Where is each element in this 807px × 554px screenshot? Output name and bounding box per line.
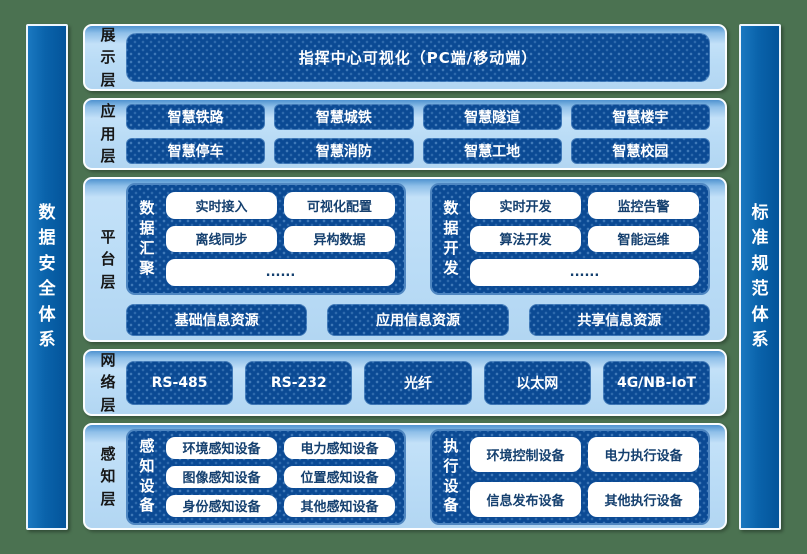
box-rs485: RS-485: [126, 360, 234, 405]
box-image-sensing: 图像感知设备: [166, 465, 277, 488]
box-other-sensing: 其他感知设备: [284, 494, 395, 517]
app-box-smart-parking: 智慧停车: [126, 138, 266, 164]
data-aggregation-boxes: 实时接入 可视化配置 离线同步 异构数据 ......: [166, 192, 395, 286]
execution-devices-group: 执行设备 环境控制设备 电力执行设备 信息发布设备 其他执行设备: [430, 428, 710, 525]
network-layer-content: RS-485 RS-232 光纤 以太网 4G/NB-IoT: [126, 360, 711, 405]
box-realtime-dev: 实时开发: [470, 192, 581, 219]
box-power-execution: 电力执行设备: [588, 436, 699, 472]
network-layer-label: 网络层: [100, 350, 116, 414]
box-env-control: 环境控制设备: [470, 436, 581, 472]
data-development-boxes: 实时开发 监控告警 算法开发 智能运维 ......: [470, 192, 699, 286]
box-heterogeneous-data: 异构数据: [284, 225, 395, 253]
perception-layer-label: 感知层: [100, 444, 116, 508]
box-info-publishing: 信息发布设备: [470, 481, 581, 517]
box-power-sensing: 电力感知设备: [284, 436, 395, 459]
data-aggregation-group: 数据汇聚 实时接入 可视化配置 离线同步 异构数据 ......: [126, 183, 406, 295]
execution-devices-boxes: 环境控制设备 电力执行设备 信息发布设备 其他执行设备: [470, 436, 699, 517]
box-basic-info-resource: 基础信息资源: [126, 304, 308, 336]
display-layer-label: 展示层: [100, 25, 116, 89]
platform-layer-label: 平台层: [100, 227, 116, 291]
sensing-devices-group: 感知设备 环境感知设备 电力感知设备 图像感知设备 位置感知设备 身份感知设备 …: [126, 428, 406, 525]
data-security-sidebar: 数据安全体系: [26, 24, 68, 530]
network-layer-panel: 网络层 RS-485 RS-232 光纤 以太网 4G/NB-IoT: [83, 349, 727, 416]
box-intelligent-ops: 智能运维: [588, 225, 699, 253]
box-algorithm-dev: 算法开发: [470, 225, 581, 253]
box-4g-nbiot: 4G/NB-IoT: [602, 360, 711, 405]
execution-devices-group-label: 执行设备: [443, 436, 459, 515]
command-center-box: 指挥中心可视化（PC端/移动端）: [126, 33, 710, 82]
data-development-group-label: 数据开发: [443, 199, 459, 277]
information-resources-row: 基础信息资源 应用信息资源 共享信息资源: [126, 304, 710, 336]
app-box-smart-campus: 智慧校园: [570, 138, 710, 164]
box-identity-sensing: 身份感知设备: [166, 494, 277, 517]
app-box-smart-metro: 智慧城铁: [274, 104, 414, 130]
platform-layer-content: 数据汇聚 实时接入 可视化配置 离线同步 异构数据 ...... 数据开发: [126, 183, 710, 336]
platform-layer-panel: 平台层 数据汇聚 实时接入 可视化配置 离线同步 异构数据 ......: [83, 177, 727, 342]
perception-layer-content: 感知设备 环境感知设备 电力感知设备 图像感知设备 位置感知设备 身份感知设备 …: [126, 428, 710, 525]
box-env-sensing: 环境感知设备: [166, 436, 277, 459]
box-realtime-access: 实时接入: [166, 192, 277, 219]
app-box-smart-firefighting: 智慧消防: [274, 138, 414, 164]
data-security-sidebar-label: 数据安全体系: [38, 202, 56, 351]
box-development-more: ......: [470, 259, 699, 286]
box-ethernet: 以太网: [483, 360, 591, 405]
box-other-execution: 其他执行设备: [588, 481, 699, 517]
sensing-devices-boxes: 环境感知设备 电力感知设备 图像感知设备 位置感知设备 身份感知设备 其他感知设…: [166, 436, 395, 517]
data-development-group: 数据开发 实时开发 监控告警 算法开发 智能运维 ......: [430, 183, 710, 295]
perception-layer-panel: 感知层 感知设备 环境感知设备 电力感知设备 图像感知设备 位置感知设备 身份感…: [83, 423, 727, 530]
sensing-devices-group-label: 感知设备: [139, 436, 155, 515]
box-optical-fiber: 光纤: [364, 360, 472, 405]
application-layer-content: 智慧铁路 智慧城铁 智慧隧道 智慧楼宇 智慧停车 智慧消防 智慧工地 智慧校园: [126, 104, 710, 164]
standards-sidebar-label: 标准规范体系: [751, 202, 769, 351]
box-offline-sync: 离线同步: [166, 225, 277, 253]
layer-stack: 展示层 指挥中心可视化（PC端/移动端） 应用层 智慧铁路 智慧城铁 智慧隧道 …: [83, 24, 727, 530]
app-box-smart-building: 智慧楼宇: [570, 104, 710, 130]
display-layer-content: 指挥中心可视化（PC端/移动端）: [126, 33, 710, 82]
platform-groups-row: 数据汇聚 实时接入 可视化配置 离线同步 异构数据 ...... 数据开发: [126, 183, 710, 295]
box-application-info-resource: 应用信息资源: [327, 304, 509, 336]
standards-sidebar: 标准规范体系: [739, 24, 781, 530]
box-visual-config: 可视化配置: [284, 192, 395, 219]
box-monitor-alert: 监控告警: [588, 192, 699, 219]
box-rs232: RS-232: [245, 360, 353, 405]
app-box-smart-tunnel: 智慧隧道: [422, 104, 562, 130]
display-layer-panel: 展示层 指挥中心可视化（PC端/移动端）: [83, 24, 727, 91]
data-aggregation-group-label: 数据汇聚: [139, 199, 155, 277]
application-layer-label: 应用层: [100, 102, 116, 166]
box-aggregation-more: ......: [166, 259, 395, 286]
box-location-sensing: 位置感知设备: [284, 465, 395, 488]
application-layer-panel: 应用层 智慧铁路 智慧城铁 智慧隧道 智慧楼宇 智慧停车 智慧消防 智慧工地 智…: [83, 98, 727, 170]
box-shared-info-resource: 共享信息资源: [528, 304, 710, 336]
app-box-smart-railway: 智慧铁路: [126, 104, 266, 130]
app-box-smart-worksite: 智慧工地: [422, 138, 562, 164]
